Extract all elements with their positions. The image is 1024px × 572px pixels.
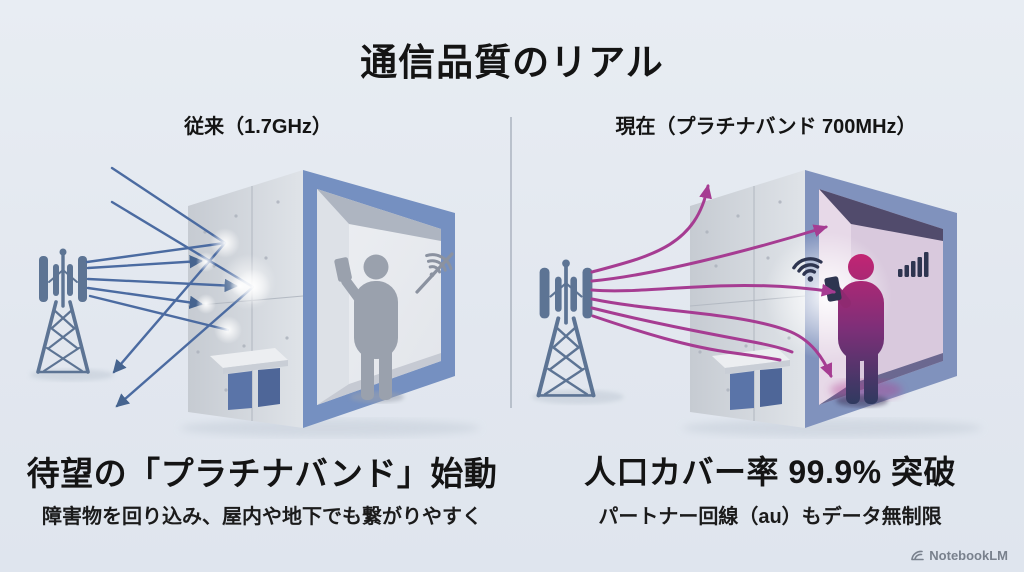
watermark: NotebookLM	[910, 548, 1008, 563]
bench	[210, 348, 288, 410]
right-headline: 人口カバー率 99.9% 突破	[583, 454, 957, 490]
left-subtext: 障害物を回り込み、屋内や地下でも繋がりやすく	[42, 506, 482, 528]
right-building	[689, 170, 957, 428]
signal-bars-icon	[898, 252, 929, 277]
notebooklm-logo-icon	[911, 550, 925, 561]
ground-shadows	[30, 369, 982, 437]
left-building	[187, 170, 455, 428]
page-title: 通信品質のリアル	[360, 42, 664, 83]
right-subtext: パートナー回線（au）もデータ無制限	[598, 506, 942, 528]
wall-impact-glows	[196, 228, 276, 344]
right-section-label: 現在（プラチナバンド 700MHz）	[615, 116, 917, 138]
wifi-off-icon	[415, 252, 454, 294]
left-headline: 待望の「プラチナバンド」始動	[26, 455, 498, 492]
wifi-icon	[792, 257, 823, 282]
left-section-label: 従来（1.7GHz）	[184, 116, 332, 138]
concrete-speckles	[698, 200, 791, 392]
watermark-text: NotebookLM	[929, 548, 1008, 563]
penetrating-signal-arrows	[590, 183, 837, 378]
person-no-signal	[334, 254, 404, 403]
bench	[712, 348, 790, 410]
